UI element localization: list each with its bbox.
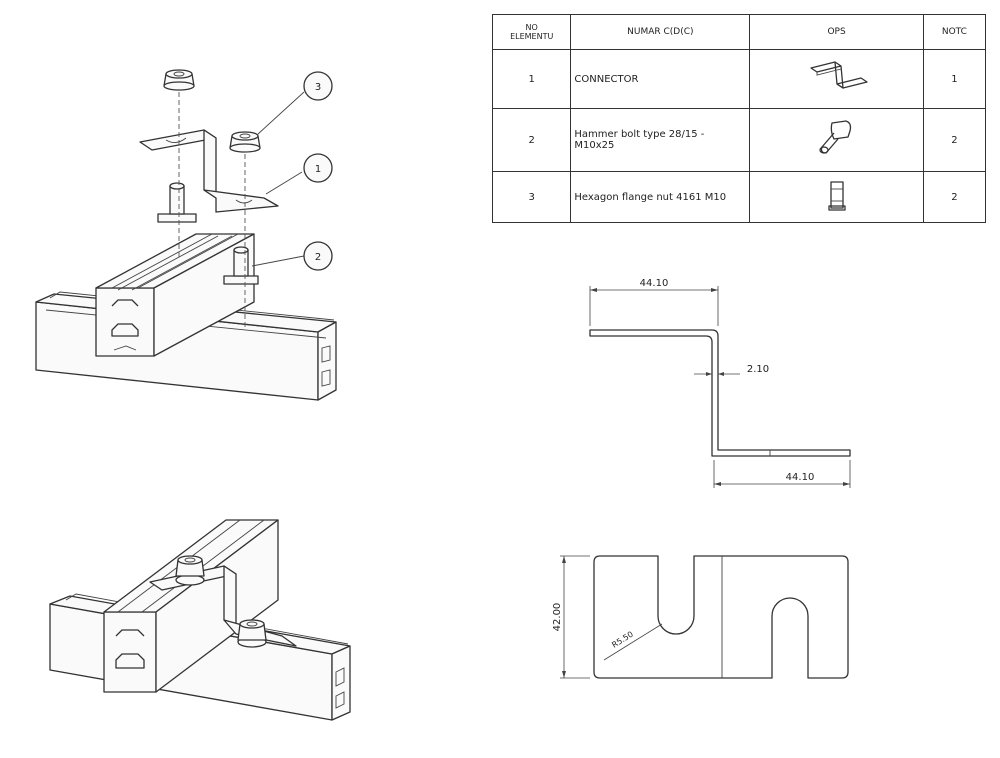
hammer-bolt-icon xyxy=(818,119,851,154)
dim-thickness: 2.10 xyxy=(747,364,769,375)
header-picture: OPS xyxy=(749,14,924,50)
z-bracket-icon xyxy=(809,60,868,89)
flange-nut-left xyxy=(163,69,195,91)
hammer-bolt-right xyxy=(223,246,259,285)
callout-3: 3 xyxy=(257,71,333,135)
row-no: 3 xyxy=(491,171,572,223)
callout-1-label: 1 xyxy=(315,164,321,175)
row-description: Hammer bolt type 28/15 - M10x25 xyxy=(570,108,751,172)
row-description: CONNECTOR xyxy=(570,49,751,109)
row-description-text: Hammer bolt type 28/15 - M10x25 xyxy=(574,129,705,151)
flange-nut-right xyxy=(229,131,261,153)
header-no: NO ELEMENTU xyxy=(491,14,572,50)
callout-3-label: 3 xyxy=(315,82,321,93)
lower-rail xyxy=(35,291,337,401)
upper-rail xyxy=(95,233,255,357)
flat-plate-view: 42.00 R5.50 xyxy=(552,555,849,679)
bom-table: NO ELEMENTU NUMAR C(D(C) OPS NOTC 1 CONN… xyxy=(491,14,987,223)
row-picture xyxy=(749,49,924,109)
bom-row: 3 Hexagon flange nut 4161 M10 2 xyxy=(491,171,987,223)
header-quantity: NOTC xyxy=(922,14,987,50)
dim-plate-height: 42.00 xyxy=(552,603,563,632)
header-no-line2: ELEMENTU xyxy=(510,32,554,41)
row-description-text: Hexagon flange nut 4161 M10 xyxy=(574,191,727,203)
dim-bottom-length: 44.10 xyxy=(786,472,815,483)
connector-bracket xyxy=(139,129,279,213)
bom-row: 1 CONNECTOR 1 xyxy=(491,49,987,109)
side-profile-view: 44.10 2.10 44.10 xyxy=(589,278,851,488)
row-quantity: 1 xyxy=(922,49,987,109)
bom-row: 2 Hammer bolt type 28/15 - M10x25 2 xyxy=(491,108,987,172)
hammer-bolt-left xyxy=(157,182,197,223)
row-description: Hexagon flange nut 4161 M10 xyxy=(570,171,751,223)
dim-slot-radius: R5.50 xyxy=(610,630,635,650)
header-description: NUMAR C(D(C) xyxy=(570,14,751,50)
flange-nut-icon xyxy=(827,180,846,211)
row-quantity: 2 xyxy=(922,171,987,223)
assembled-view xyxy=(49,519,351,721)
callout-1: 1 xyxy=(265,153,333,195)
dim-top-length: 44.10 xyxy=(640,278,669,289)
header-no-line1: NO xyxy=(525,23,538,32)
exploded-assembly-view: 1 2 3 xyxy=(35,69,337,401)
row-quantity: 2 xyxy=(922,108,987,172)
row-picture xyxy=(749,108,924,172)
bom-header-row: NO ELEMENTU NUMAR C(D(C) OPS NOTC xyxy=(491,14,987,50)
callout-2: 2 xyxy=(251,241,333,271)
row-description-text: CONNECTOR xyxy=(574,73,639,85)
row-picture xyxy=(749,171,924,223)
callout-2-label: 2 xyxy=(315,252,321,263)
row-no: 2 xyxy=(491,108,572,172)
row-no: 1 xyxy=(491,49,572,109)
